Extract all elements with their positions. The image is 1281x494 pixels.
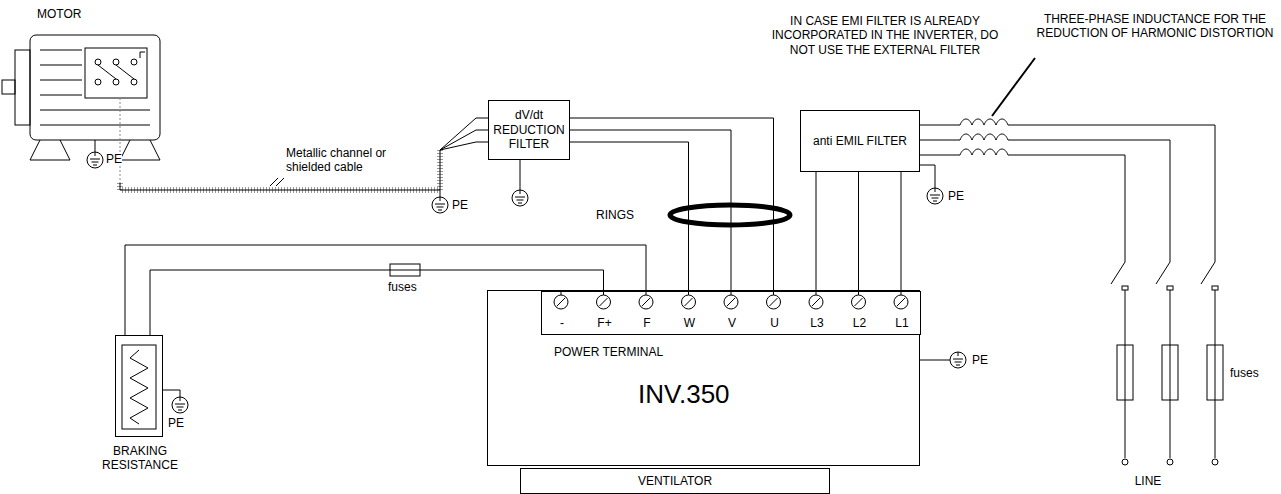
terminal-strip: - F+ F W V U L3 L2 L1	[541, 291, 921, 335]
braking-resistance-box: BRAKING RESISTANCE	[115, 335, 163, 437]
ventilator-box: VENTILATOR	[520, 468, 830, 494]
node-text: VENTILATOR	[638, 474, 712, 488]
terminal-label: L2	[853, 316, 866, 330]
label-text: fuses	[1230, 366, 1259, 380]
node-text: dV/dt REDUCTION FILTER	[493, 108, 565, 151]
terminal-label: V	[728, 316, 736, 330]
node-text: INV.350	[638, 379, 730, 410]
line-supply	[920, 58, 1223, 465]
node-text: MOTOR	[37, 7, 81, 21]
note-text: THREE-PHASE INDUCTANCE FOR THE REDUCTION…	[1035, 12, 1275, 41]
terminal-label: W	[684, 316, 695, 330]
terminal-label: -	[560, 316, 564, 330]
terminal-label: F	[643, 316, 650, 330]
terminal-label: U	[770, 316, 779, 330]
motor-drawing	[2, 35, 160, 183]
node-text: BRAKING RESISTANCE	[100, 444, 180, 473]
wire-connector	[120, 118, 488, 190]
label-text: PE	[948, 189, 964, 203]
dvdt-filter-box: dV/dt REDUCTION FILTER	[488, 100, 570, 160]
label-text: PE	[452, 198, 468, 212]
label-text: fuses	[388, 280, 417, 294]
edge-label: Metallic channel or shielded cable	[286, 146, 396, 175]
label-text: RINGS	[596, 208, 634, 222]
inverter-box: POWER TERMINAL INV.350 - F+ F W V U L3 L2 L1	[487, 290, 920, 466]
node-text: anti EMIL FILTER	[813, 134, 907, 148]
braking-resistor-symbol	[122, 264, 420, 429]
terminal-label: L1	[895, 316, 908, 330]
wire-connector	[816, 172, 901, 291]
label-text: LINE	[1135, 474, 1162, 488]
motor-block: MOTOR	[5, 5, 195, 183]
label-text: PE	[106, 152, 122, 166]
wire-connector	[570, 118, 774, 291]
terminal-label: L3	[810, 316, 823, 330]
node-text: POWER TERMINAL	[554, 345, 663, 359]
label-text: PE	[168, 416, 184, 430]
terminal-label: F+	[597, 316, 611, 330]
terminal-screws	[541, 291, 921, 315]
note-text: IN CASE EMI FILTER IS ALREADY INCORPORAT…	[760, 14, 1010, 57]
emi-filter-box: anti EMIL FILTER	[800, 110, 920, 172]
label-text: PE	[972, 353, 988, 367]
